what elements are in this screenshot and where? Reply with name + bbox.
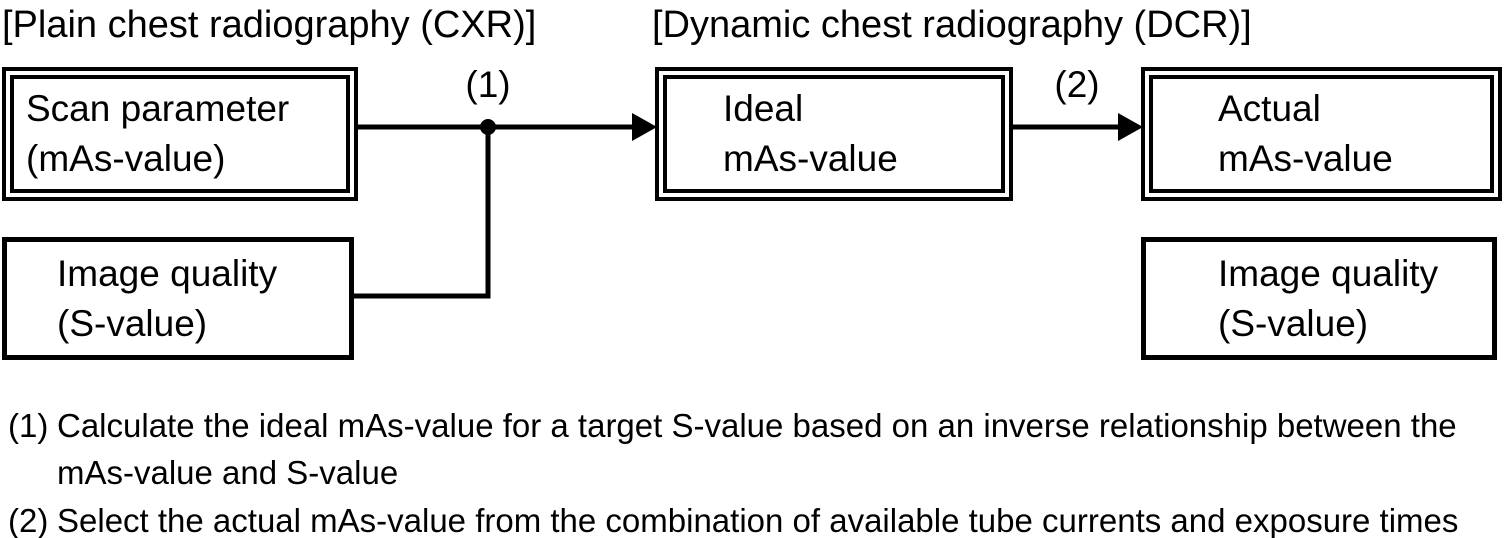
box-actual-mas-value: Actual mAs-value [1141,67,1502,201]
box-scan-parameter-line1: Scan parameter [26,88,290,129]
box-image-quality-dcr-line1: Image quality [1218,252,1439,294]
footnote-2: (2) Select the actual mAs-value from the… [8,497,1500,538]
box-ideal-mas-value-line1: Ideal [723,88,804,129]
box-actual-mas-value-line2: mAs-value [1218,138,1393,179]
box-scan-parameter-line2: (mAs-value) [26,138,226,179]
box-actual-mas-value-line1: Actual [1218,88,1321,129]
box-ideal-mas-value: Ideal mAs-value [655,67,1013,201]
footnote-1: (1) Calculate the ideal mAs-value for a … [8,402,1500,496]
footnote-2-text: Select the actual mAs-value from the com… [57,497,1500,538]
box-ideal-mas-value-line2: mAs-value [723,138,898,179]
box-image-quality-cxr-line2: (S-value) [57,302,208,344]
box-image-quality-dcr-line2: (S-value) [1218,302,1369,344]
arrow-1-line [358,113,657,141]
box-image-quality-cxr: Image quality (S-value) [2,237,354,360]
arrow-2-label: (2) [1054,64,1100,105]
branch-connector [352,119,496,299]
box-image-quality-cxr-line1: Image quality [57,252,278,294]
arrow-2-line [1013,113,1143,141]
footnote-1-text: Calculate the ideal mAs-value for a targ… [57,402,1500,496]
section-label-dcr: [Dynamic chest radiography (DCR)] [652,4,1252,46]
footnote-1-line2: mAs-value and S-value [57,454,399,491]
arrow-1-label: (1) [465,64,511,105]
footnote-2-line1: Select the actual mAs-value from the com… [57,502,1459,538]
box-scan-parameter: Scan parameter (mAs-value) [2,67,358,201]
section-label-cxr: [Plain chest radiography (CXR)] [2,4,537,46]
footnote-1-marker: (1) [8,407,49,444]
arrowhead-1-icon [632,113,657,141]
footnote-1-line1: Calculate the ideal mAs-value for a targ… [57,407,1457,444]
box-image-quality-dcr: Image quality (S-value) [1141,237,1497,360]
arrowhead-2-icon [1118,113,1143,141]
footnote-2-marker: (2) [8,502,49,538]
